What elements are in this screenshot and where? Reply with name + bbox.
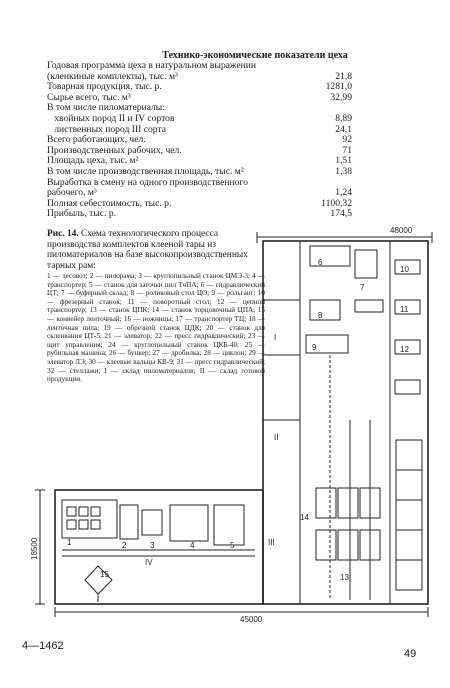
mark-11: 11 — [400, 305, 409, 314]
indicator-value: 8,89 — [335, 112, 352, 124]
indicator-value: 71 — [342, 144, 352, 156]
chip-bunker-shape — [84, 565, 113, 595]
indicator-row: рабочего, м³ 1,24 — [47, 188, 352, 199]
footer-code: 4—1462 — [22, 640, 64, 652]
mark-8: 8 — [318, 311, 323, 320]
indicator-row: Выработка в смену на одного производстве… — [47, 176, 352, 189]
indicator-row: Сырье всего, тыс. м³ 32,99 — [47, 91, 352, 104]
figure-number: Рис. 14. — [47, 229, 79, 239]
mark-1: 1 — [67, 538, 72, 547]
indicator-row: лиственных пород III сорта 24,1 — [47, 123, 352, 136]
building-outline-lower — [54, 489, 264, 605]
dim-bottom-label: 45000 — [240, 615, 263, 624]
zone-label-ii: II — [274, 433, 278, 442]
indicator-label: Прибыль, тыс. р. — [47, 208, 117, 220]
mark-7: 7 — [360, 283, 365, 292]
indicator-label: Выработка в смену на одного производстве… — [47, 176, 248, 188]
mark-9: 9 — [312, 343, 317, 352]
indicator-value: 1,24 — [335, 187, 352, 199]
table-title: Технико-экономические показатели цеха — [162, 50, 348, 61]
indicator-row: Полная себестоимость, тыс. р. 1100,32 — [47, 197, 352, 210]
dim-top-label: 48000 — [390, 226, 413, 235]
indicator-label: (кленкиные комплекты), тыс. м³ — [47, 70, 178, 82]
indicator-row: хвойных пород II и IV сортов 8,89 — [47, 112, 352, 125]
indicator-label: Производственных рабочих, чел. — [47, 144, 182, 156]
indicator-label: Площадь цеха, тыс. м² — [47, 155, 139, 167]
indicator-row: В том числе пиломатериалы: — [47, 103, 352, 114]
dim-left-label: 18500 — [30, 537, 39, 560]
mark-6: 6 — [318, 258, 323, 267]
indicator-row: Площадь цеха, тыс. м² 1,51 — [47, 156, 352, 167]
indicator-label: рабочего, м³ — [47, 187, 97, 199]
figure-caption: Рис. 14. Схема технологического процесса… — [47, 229, 265, 271]
indicator-row: Прибыль, тыс. р. 174,5 — [47, 209, 352, 220]
indicator-label: лиственных пород III сорта — [47, 123, 167, 135]
indicator-label: Товарная продукция, тыс. р. — [47, 81, 162, 93]
indicator-value: 21,8 — [335, 70, 352, 82]
building-outline-upper — [262, 240, 429, 605]
page-number: 49 — [404, 648, 417, 660]
indicator-label: хвойных пород II и IV сортов — [47, 112, 175, 124]
indicator-value: 1,38 — [335, 165, 352, 177]
indicator-row: Годовая программа цеха в натуральном выр… — [47, 60, 352, 72]
indicator-label: В том числе пиломатериалы: — [47, 102, 165, 114]
zone-label-i: I — [274, 333, 276, 342]
indicators-table: Годовая программа цеха в натуральном выр… — [47, 60, 352, 220]
mark-13: 13 — [340, 573, 349, 582]
mark-3: 3 — [150, 541, 155, 550]
figure-legend: 1 — лесовоз; 2 — пилорама; 3 — круглопил… — [47, 272, 265, 384]
indicator-value: 1100,32 — [321, 197, 352, 209]
indicator-label: В том числе производственная площадь, ты… — [47, 165, 244, 177]
mark-12: 12 — [400, 345, 409, 354]
indicator-value: 1,51 — [335, 155, 352, 167]
mark-5: 5 — [230, 541, 235, 550]
figure-caption-text: Схема технологического процесса производ… — [47, 229, 248, 271]
machine-block-1 — [61, 499, 118, 539]
indicator-row: (кленкиные комплекты), тыс. м³ 21,8 — [47, 70, 352, 83]
indicator-row: Производственных рабочих, чел. 71 — [47, 144, 352, 157]
indicator-label: Всего работающих, чел. — [47, 134, 146, 146]
mark-14: 14 — [300, 513, 309, 522]
zone-label-iii: III — [268, 538, 275, 547]
mark-2: 2 — [122, 541, 127, 550]
indicator-value: 32,99 — [330, 91, 352, 103]
indicator-label: Сырье всего, тыс. м³ — [47, 91, 131, 103]
indicator-value: 174,5 — [330, 208, 352, 220]
indicator-value: 1281,0 — [325, 81, 352, 93]
mark-4: 4 — [190, 541, 195, 550]
indicator-label: Полная себестоимость, тыс. р. — [47, 197, 172, 209]
mark-10: 10 — [400, 265, 409, 274]
indicator-value: 92 — [342, 134, 352, 146]
zone-label-iv: IV — [145, 558, 153, 567]
indicator-row: Всего работающих, чел. 92 — [47, 135, 352, 146]
indicator-value: 24,1 — [335, 123, 352, 135]
indicator-row: В том числе производственная площадь, ты… — [47, 165, 352, 178]
indicator-label: Годовая программа цеха в натуральном выр… — [47, 60, 257, 71]
indicator-row: Товарная продукция, тыс. р. 1281,0 — [47, 82, 352, 93]
mark-15: 15 — [100, 570, 109, 579]
